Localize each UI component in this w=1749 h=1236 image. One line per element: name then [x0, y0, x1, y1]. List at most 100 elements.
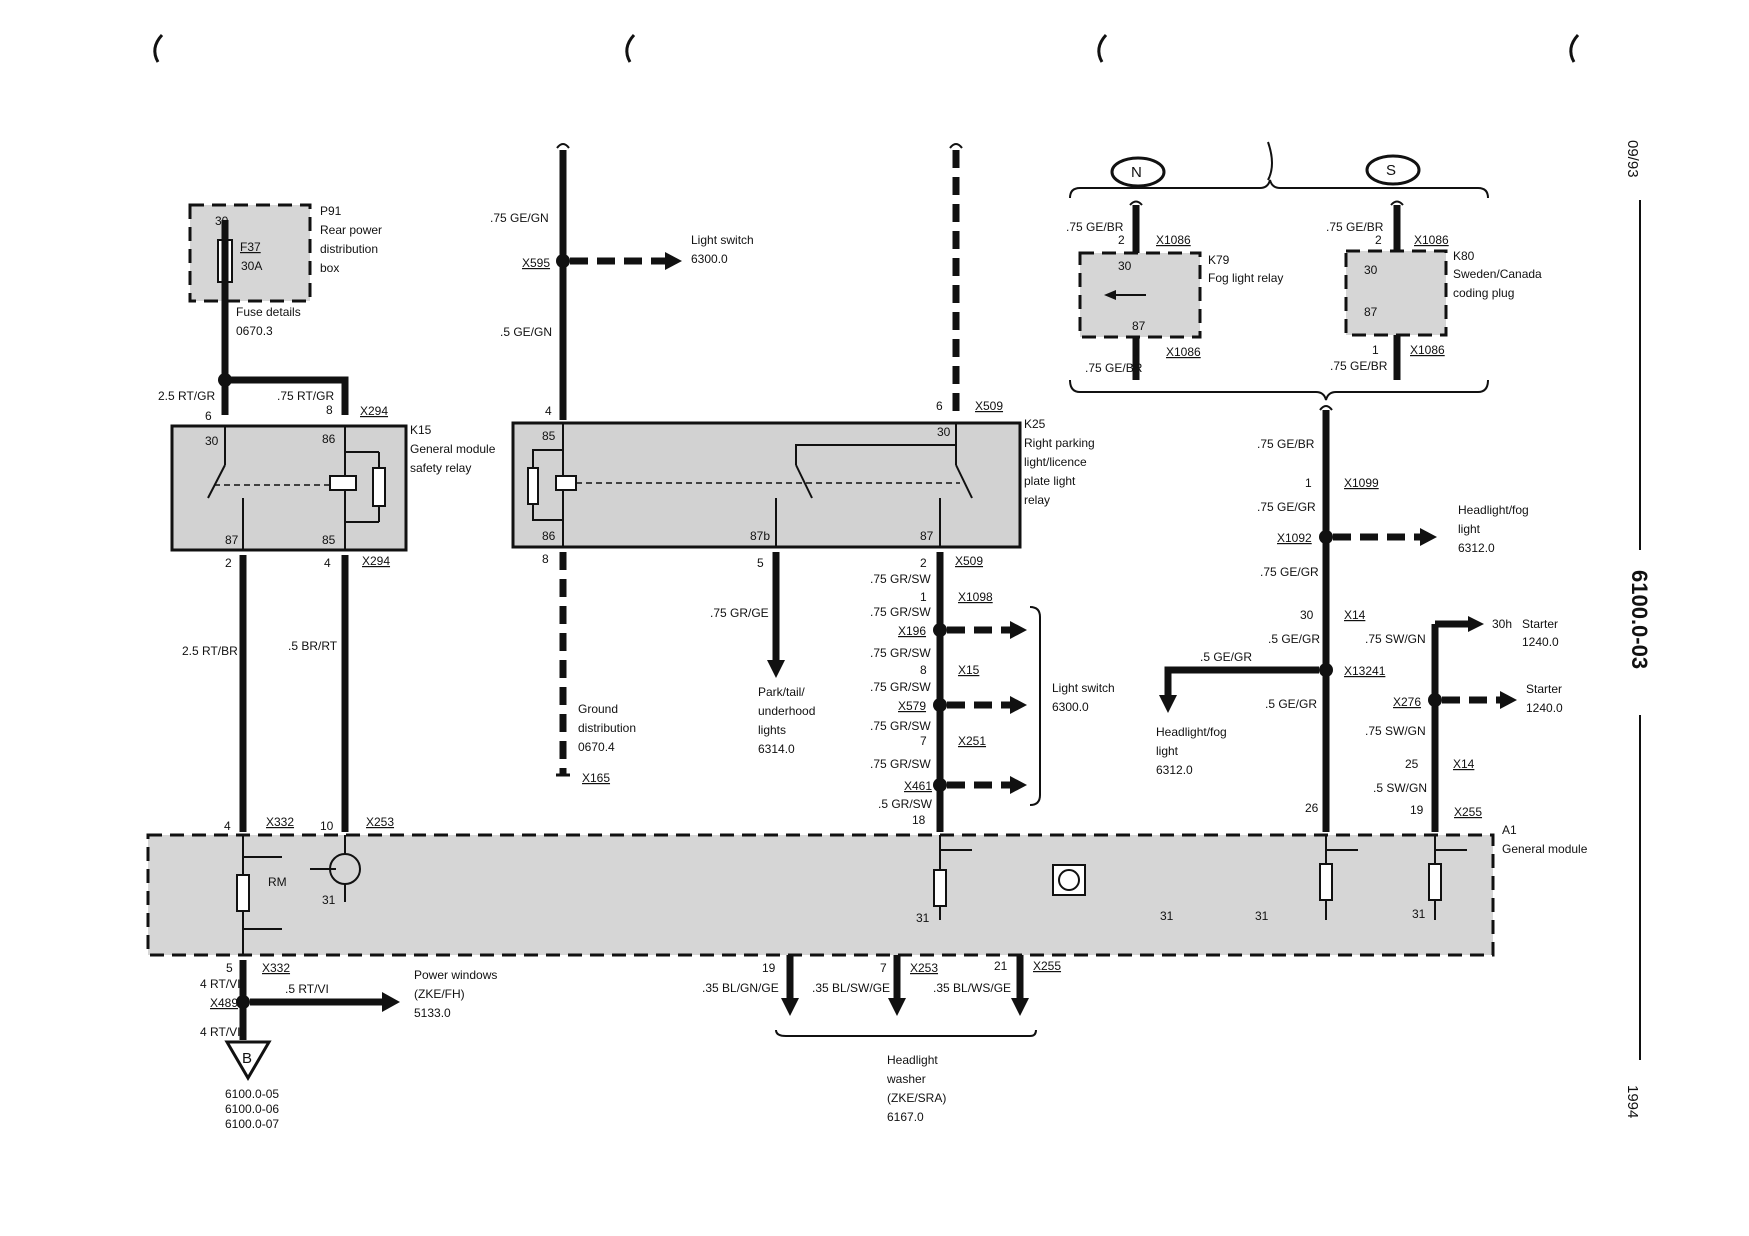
refs-b3-text: 6100.0-07	[225, 1117, 279, 1131]
k79-fog-relay: .75 GE/BR 2 X1086 30 87 K79 Fog light re…	[1066, 200, 1283, 380]
k25-pin8-text: 8	[542, 552, 549, 566]
markers-s-text: S	[1386, 162, 1396, 179]
w-grsw5-text: .5 GR/SW	[878, 797, 933, 811]
k79-p30-text: 30	[1118, 259, 1132, 273]
k25-outputs: 8 Ground distribution 0670.4 X165 5 .75 …	[542, 552, 815, 785]
conn-x332a-text: X332	[266, 815, 294, 829]
pins-p26-text: 26	[1305, 801, 1319, 815]
starter-column: 30h Starter 1240.0 .75 SW/GN X276 Starte…	[1365, 616, 1563, 832]
pins-k80p2-text: 2	[1375, 233, 1382, 247]
conn-x1092-text: X1092	[1277, 531, 1312, 545]
k15-p86-text: 86	[322, 432, 336, 446]
w-gegn75-text: .75 GE/GN	[490, 211, 549, 225]
refs-pw1-text: Power windows	[414, 968, 497, 982]
k25-pin5-text: 5	[757, 556, 764, 570]
conn-x461-text: X461	[904, 779, 932, 793]
conn-x489-text: X489	[210, 996, 238, 1010]
conn-x332b-text: X332	[262, 961, 290, 975]
k15-pin8-text: 8	[326, 403, 333, 417]
a1-general-module: A1 General module RM 31 31 31 31 31	[146, 823, 1588, 957]
k25-p87-text: 87	[920, 529, 934, 543]
refs-hf4-text: Headlight/fog	[1156, 725, 1227, 739]
k25-x509a-text: X509	[975, 399, 1003, 413]
p91-det2-text: 0670.3	[236, 324, 273, 338]
conn-x165-text: X165	[582, 771, 610, 785]
pins-p30-text: 30	[1300, 608, 1314, 622]
p91-l2-text: distribution	[320, 242, 378, 256]
wire-k25-a1: 2 X509 .75 GR/SW 1 X1098 .75 GR/SW X196 …	[870, 552, 1115, 832]
coding-variant-group: N S	[1069, 141, 1489, 401]
w-grsw75-text: .75 GR/SW	[870, 719, 931, 733]
refs-gd1-text: Ground	[578, 702, 618, 716]
refs-pk3-text: lights	[758, 723, 786, 737]
p91-det1-text: Fuse details	[236, 305, 301, 319]
w-gegr75-text: .75 GE/GR	[1260, 565, 1319, 579]
k80-p30-text: 30	[1364, 263, 1378, 277]
headlight-fog-column: .75 GE/BR 1 X1099 .75 GE/GR X1092 Headli…	[1156, 405, 1529, 832]
k80-coding-plug: .75 GE/BR 2 X1086 30 87 K80 Sweden/Canad…	[1326, 200, 1542, 380]
w-grsw75-text: .75 GR/SW	[870, 680, 931, 694]
refs-hw2-text: washer	[886, 1072, 926, 1086]
refs-pw2-text: (ZKE/FH)	[414, 987, 465, 1001]
refs-st4-text: Starter	[1526, 682, 1562, 696]
p91-l1-text: Rear power	[320, 223, 382, 237]
conn-x595-text: X595	[522, 256, 550, 270]
conn-x253b-text: X253	[910, 961, 938, 975]
w-grsw75-text: .75 GR/SW	[870, 572, 931, 586]
w-gegr75-text: .75 GE/GR	[1257, 500, 1316, 514]
pins-p4-text: 4	[224, 819, 231, 833]
conn-x196-text: X196	[898, 624, 926, 638]
w-gebr75-text: .75 GE/BR	[1085, 361, 1143, 375]
w-grsw75-text: .75 GR/SW	[870, 757, 931, 771]
k25-pin4-text: 4	[545, 404, 552, 418]
a1-power-window-output: 5 X332 4 RT/VI X489 .5 RT/VI Power windo…	[200, 960, 497, 1131]
w-gegn5-text: .5 GE/GN	[500, 325, 552, 339]
k25-l1-text: Right parking	[1024, 436, 1095, 450]
w-gegr5-text: .5 GE/GR	[1200, 650, 1252, 664]
k15-l2-text: safety relay	[410, 461, 471, 475]
pins-p5-text: 5	[226, 961, 233, 975]
conn-x1099-text: X1099	[1344, 476, 1379, 490]
pins-p31c-text: 31	[1255, 909, 1269, 923]
a1-label-text: General module	[1502, 842, 1588, 856]
headlight-washer-outputs: 19 7 X253 21 X255 .35 BL/GN/GE .35 BL/SW…	[702, 955, 1061, 1124]
conn-x1098-text: X1098	[958, 590, 993, 604]
page-header: 09/93 6100.0-03 1994	[1624, 140, 1652, 1118]
refs-pk2-text: underhood	[758, 704, 815, 718]
k25-x509b-text: X509	[955, 554, 983, 568]
k79-label-text: Fog light relay	[1208, 271, 1283, 285]
w-swgn5-text: .5 SW/GN	[1373, 781, 1427, 795]
refs-pk4-text: 6314.0	[758, 742, 795, 756]
markers-b-text: B	[242, 1050, 252, 1067]
refs-pk1-text: Park/tail/	[758, 685, 805, 699]
k15-p87-text: 87	[225, 533, 239, 547]
refs-hw4-text: 6167.0	[887, 1110, 924, 1124]
date-label: 09/93	[1624, 140, 1641, 178]
conn-x1086c-text: X1086	[1414, 233, 1449, 247]
k15-id-text: K15	[410, 423, 432, 437]
refs-st1-text: 30h	[1492, 617, 1512, 631]
a1-rm-text: RM	[268, 875, 287, 889]
w-gegr5-text: .5 GE/GR	[1265, 697, 1317, 711]
w-gebr75-text: .75 GE/BR	[1330, 359, 1388, 373]
pins-p7a-text: 7	[920, 734, 927, 748]
k25-p87b-text: 87b	[750, 529, 770, 543]
k25-parking-relay: 85 86 30 87b 87 K25 Right parking light/…	[511, 417, 1095, 549]
refs-pw3-text: 5133.0	[414, 1006, 451, 1020]
conn-x14a-text: X14	[1344, 608, 1366, 622]
k25-p86-text: 86	[542, 529, 556, 543]
pins-p31d-text: 31	[1412, 907, 1426, 921]
pins-p10-text: 10	[320, 819, 334, 833]
conn-x1086d-text: X1086	[1410, 343, 1445, 357]
pins-k80p1-text: 1	[1372, 343, 1379, 357]
k15-x294a-text: X294	[360, 404, 388, 418]
k15-pin6-text: 6	[205, 409, 212, 423]
w-swgn75-text: .75 SW/GN	[1365, 724, 1426, 738]
pins-k79p2-text: 2	[1118, 233, 1125, 247]
page-number: 6100.0-03	[1627, 570, 1652, 669]
pins-p19a-text: 19	[1410, 803, 1424, 817]
k15-p85-text: 85	[322, 533, 336, 547]
pins-p1b-text: 1	[1305, 476, 1312, 490]
pins-p25-text: 25	[1405, 757, 1419, 771]
